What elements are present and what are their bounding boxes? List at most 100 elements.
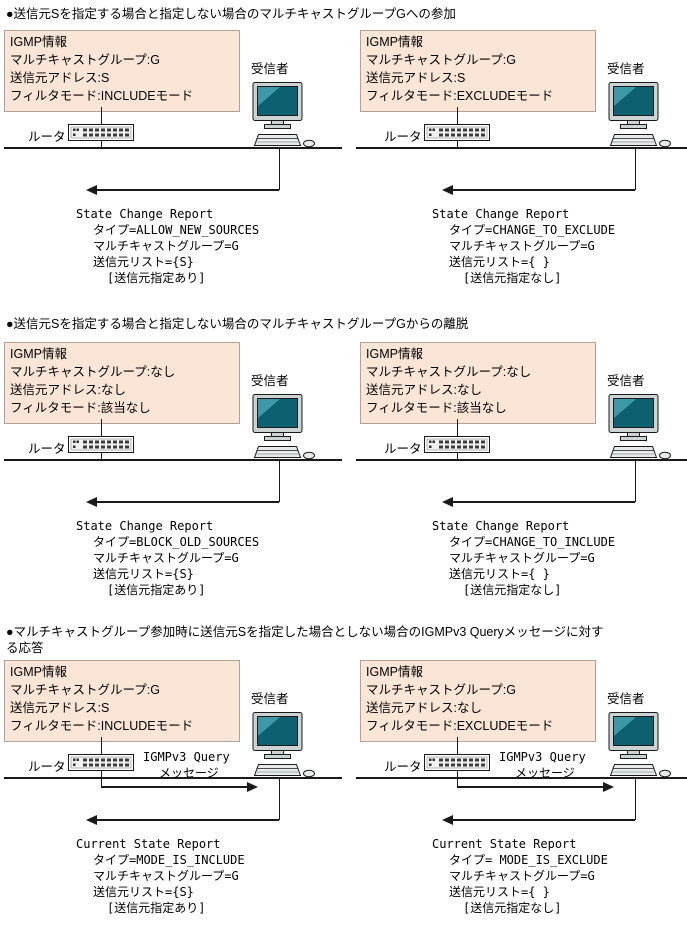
report-line: [送信元指定あり] (107, 583, 206, 597)
report-line: マルチキャストグループ=G (93, 239, 239, 253)
panel-leave-source-specified: IGMP情報 マルチキャストグループ:なし 送信元アドレス:なし フィルタモード… (0, 342, 345, 617)
query-arrow-line (101, 786, 247, 788)
router-label: ルータ (384, 442, 422, 456)
igmp-line-filter: フィルタモード:EXCLUDEモード (366, 89, 554, 103)
igmp-line-source: 送信元アドレス:なし (366, 701, 482, 715)
report-line: タイプ=CHANGE_TO_EXCLUDE (449, 223, 616, 237)
panel-query-source-unspecified: IGMP情報 マルチキャストグループ:G 送信元アドレス:なし フィルタモード:… (356, 660, 687, 925)
report-line: マルチキャストグループ=G (449, 551, 595, 565)
receiver-label: 受信者 (251, 692, 289, 706)
computer-icon (606, 712, 672, 778)
receiver-drop-line (635, 461, 636, 502)
receiver-label: 受信者 (607, 374, 645, 388)
report-line: 送信元リスト={ } (449, 885, 550, 899)
receiver-drop-line (279, 779, 280, 820)
query-message-label-line2: メッセージ (515, 766, 575, 780)
receiver-drop-line (635, 149, 636, 190)
panel-leave-source-unspecified: IGMP情報 マルチキャストグループ:なし 送信元アドレス:なし フィルタモード… (356, 342, 687, 617)
report-arrow-line (453, 501, 635, 503)
receiver-label: 受信者 (607, 692, 645, 706)
bus-line (4, 777, 342, 779)
report-line: マルチキャストグループ=G (449, 239, 595, 253)
router-label: ルータ (28, 442, 66, 456)
computer-icon (250, 712, 316, 778)
igmp-line-filter: フィルタモード:該当なし (10, 401, 151, 415)
report-line: [送信元指定なし] (463, 583, 562, 597)
report-line: タイプ=BLOCK_OLD_SOURCES (93, 535, 260, 549)
igmp-info-box: IGMP情報 マルチキャストグループ:G 送信元アドレス:S フィルタモード:I… (4, 30, 240, 112)
router-icon (68, 754, 134, 771)
igmp-info-box: IGMP情報 マルチキャストグループ:G 送信元アドレス:S フィルタモード:E… (360, 30, 596, 112)
report-block: State Change Report タイプ=CHANGE_TO_INCLUD… (432, 518, 615, 598)
receiver-label: 受信者 (607, 62, 645, 76)
report-title: State Change Report (432, 207, 570, 221)
report-line: マルチキャストグループ=G (449, 869, 595, 883)
report-title: Current State Report (76, 837, 221, 851)
bus-line (356, 777, 687, 779)
query-message-label-line1: IGMPv3 Query (143, 750, 230, 764)
report-block: Current State Report タイプ= MODE_IS_EXCLUD… (432, 836, 608, 916)
report-line: [送信元指定あり] (107, 901, 206, 915)
router-icon (424, 124, 490, 141)
report-line: マルチキャストグループ=G (93, 869, 239, 883)
igmp-title: IGMP情報 (10, 347, 67, 361)
igmp-line-filter: フィルタモード:INCLUDEモード (10, 719, 194, 733)
report-line: 送信元リスト={S} (93, 567, 194, 581)
igmp-line-group: マルチキャストグループ:G (10, 683, 160, 697)
panel-query-source-specified: IGMP情報 マルチキャストグループ:G 送信元アドレス:S フィルタモード:I… (0, 660, 345, 925)
query-arrow-head (247, 782, 258, 792)
report-line: 送信元リスト={S} (93, 255, 194, 269)
query-message-label-line1: IGMPv3 Query (499, 750, 586, 764)
report-block: Current State Report タイプ=MODE_IS_INCLUDE… (76, 836, 245, 916)
report-arrow-head (86, 815, 97, 825)
igmp-info-box: IGMP情報 マルチキャストグループ:なし 送信元アドレス:なし フィルタモード… (360, 342, 596, 424)
computer-icon (250, 82, 316, 148)
computer-icon (250, 394, 316, 460)
receiver-drop-line (279, 149, 280, 190)
report-line: 送信元リスト={ } (449, 255, 550, 269)
router-label: ルータ (28, 130, 66, 144)
section-heading-leave: ●送信元Sを指定する場合と指定しない場合のマルチキャストグループGからの離脱 (6, 317, 469, 331)
igmp-line-source: 送信元アドレス:なし (10, 383, 126, 397)
panel-join-source-specified: IGMP情報 マルチキャストグループ:G 送信元アドレス:S フィルタモード:I… (0, 30, 345, 305)
igmp-line-group: マルチキャストグループ:G (366, 683, 516, 697)
report-line: タイプ=ALLOW_NEW_SOURCES (93, 223, 260, 237)
igmp-line-group: マルチキャストグループ:なし (366, 365, 532, 379)
receiver-drop-line (635, 779, 636, 820)
router-label: ルータ (384, 760, 422, 774)
igmp-title: IGMP情報 (366, 35, 423, 49)
report-line: [送信元指定あり] (107, 271, 206, 285)
report-arrow-head (86, 185, 97, 195)
report-arrow-line (97, 819, 279, 821)
igmp-line-group: マルチキャストグループ:なし (10, 365, 176, 379)
igmp-title: IGMP情報 (366, 347, 423, 361)
report-arrow-line (97, 189, 279, 191)
report-arrow-head (442, 185, 453, 195)
report-arrow-head (442, 815, 453, 825)
bus-line (356, 459, 687, 461)
report-arrow-line (97, 501, 279, 503)
router-drop-line (101, 779, 102, 788)
igmp-title: IGMP情報 (10, 35, 67, 49)
report-line: タイプ=CHANGE_TO_INCLUDE (449, 535, 616, 549)
router-icon (68, 124, 134, 141)
report-arrow-line (453, 189, 635, 191)
bus-line (4, 147, 342, 149)
report-line: [送信元指定なし] (463, 271, 562, 285)
report-title: State Change Report (432, 519, 570, 533)
igmp-line-source: 送信元アドレス:S (10, 71, 110, 85)
report-title: Current State Report (432, 837, 577, 851)
receiver-label: 受信者 (251, 374, 289, 388)
igmp-line-group: マルチキャストグループ:G (10, 53, 160, 67)
igmp-line-source: 送信元アドレス:なし (366, 383, 482, 397)
igmp-line-filter: フィルタモード:該当なし (366, 401, 507, 415)
router-icon (68, 436, 134, 453)
bus-line (4, 459, 342, 461)
report-line: マルチキャストグループ=G (93, 551, 239, 565)
report-block: State Change Report タイプ=BLOCK_OLD_SOURCE… (76, 518, 259, 598)
query-message-label-line2: メッセージ (159, 766, 219, 780)
receiver-label: 受信者 (251, 62, 289, 76)
report-title: State Change Report (76, 207, 214, 221)
query-arrow-line (457, 786, 603, 788)
